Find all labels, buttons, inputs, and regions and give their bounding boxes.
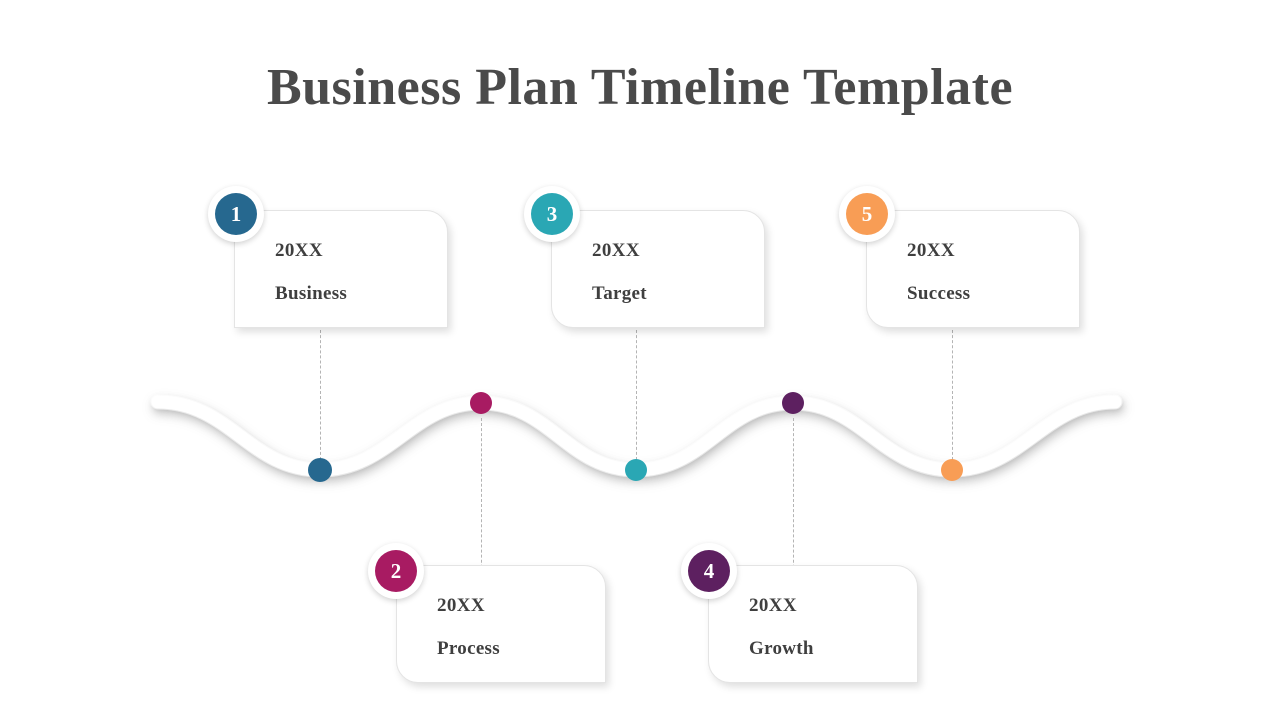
connector-line-4 [793,418,794,588]
card-label-4: Growth [749,638,814,659]
card-label-3: Target [592,283,647,304]
step-badge-disc-4: 4 [688,550,730,592]
card-year-3: 20XX [592,240,641,261]
step-badge-4[interactable]: 4 [681,543,737,599]
card-label-5: Success [907,283,971,304]
milestone-card-5[interactable]: 20XX Success [866,210,1080,328]
card-year-1: 20XX [275,240,324,261]
step-number-5: 5 [861,201,873,226]
connector-line-1 [320,330,321,460]
step-badge-2[interactable]: 2 [368,543,424,599]
step-number-3: 3 [546,201,558,226]
connector-line-5 [952,330,953,460]
wave-dot-4[interactable] [782,392,804,414]
step-number-1: 1 [230,201,242,226]
wave-dot-3[interactable] [625,459,647,481]
milestone-card-3[interactable]: 20XX Target [551,210,765,328]
card-year-2: 20XX [437,595,486,616]
step-badge-5[interactable]: 5 [839,186,895,242]
step-badge-disc-1: 1 [215,193,257,235]
card-year-4: 20XX [749,595,798,616]
milestone-card-2[interactable]: 20XX Process [396,565,606,683]
wave-dot-1[interactable] [308,458,332,482]
step-number-4: 4 [703,558,715,583]
wave-dot-2[interactable] [470,392,492,414]
card-label-2: Process [437,638,500,659]
step-number-2: 2 [390,558,402,583]
card-year-5: 20XX [907,240,956,261]
milestone-card-1[interactable]: 20XX Business [234,210,448,328]
step-badge-disc-2: 2 [375,550,417,592]
milestone-card-4[interactable]: 20XX Growth [708,565,918,683]
wave-dot-5[interactable] [941,459,963,481]
connector-line-3 [636,330,637,460]
step-badge-disc-3: 3 [531,193,573,235]
step-badge-1[interactable]: 1 [208,186,264,242]
connector-line-2 [481,418,482,588]
page-title: Business Plan Timeline Template [266,59,1014,116]
step-badge-disc-5: 5 [846,193,888,235]
card-label-1: Business [275,283,348,304]
step-badge-3[interactable]: 3 [524,186,580,242]
